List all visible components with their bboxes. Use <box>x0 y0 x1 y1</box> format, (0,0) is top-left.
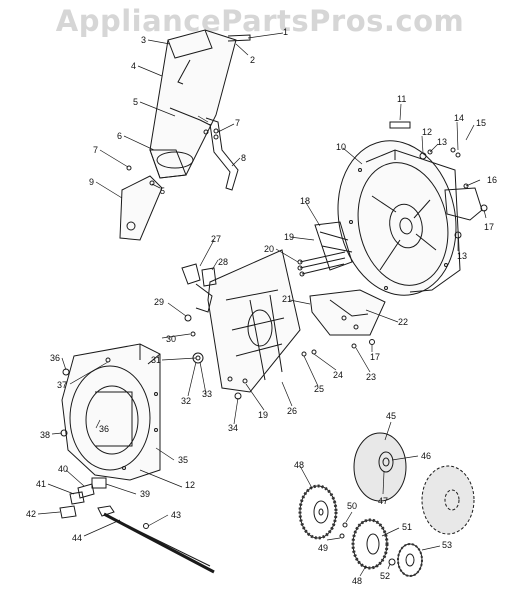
callout-9: 9 <box>89 177 95 187</box>
callout-7: 7 <box>235 118 241 128</box>
control-and-cable <box>59 477 215 574</box>
rear-housing <box>60 343 161 481</box>
callout-47: 47 <box>378 496 389 506</box>
callout-43: 43 <box>171 510 182 520</box>
callout-33: 33 <box>202 389 213 399</box>
callout-41: 41 <box>36 479 47 489</box>
callout-30: 30 <box>166 334 177 344</box>
callout-13: 13 <box>437 137 448 147</box>
callout-48: 48 <box>294 460 305 470</box>
callout-5: 5 <box>133 97 139 107</box>
callout-12-lower: 12 <box>185 480 196 490</box>
callout-42: 42 <box>26 509 37 519</box>
callout-45: 45 <box>386 411 397 421</box>
callout-21: 21 <box>282 294 293 304</box>
callout-37: 37 <box>57 380 68 390</box>
callout-23: 23 <box>366 372 377 382</box>
callout-25: 25 <box>314 384 325 394</box>
callout-1: 1 <box>283 27 289 37</box>
callout-40: 40 <box>58 464 69 474</box>
callout-7-left: 7 <box>93 145 99 155</box>
callout-48-lower: 48 <box>352 576 363 586</box>
discharge-chute <box>119 29 251 241</box>
callout-11: 11 <box>397 94 407 104</box>
callout-36: 36 <box>50 353 61 363</box>
bracket-and-rods <box>297 221 386 349</box>
leader-lines <box>37 32 487 577</box>
callout-14: 14 <box>454 113 465 123</box>
auger-housing <box>337 121 488 296</box>
callout-34: 34 <box>228 423 239 433</box>
callout-31: 31 <box>151 355 162 365</box>
impeller-assembly <box>181 249 317 400</box>
callout-4: 4 <box>131 61 137 71</box>
callout-19-lower: 19 <box>258 410 269 420</box>
callout-24: 24 <box>333 370 344 380</box>
callout-46: 46 <box>421 451 432 461</box>
callout-8: 8 <box>241 153 247 163</box>
callout-52: 52 <box>380 571 391 581</box>
callout-5-lower: 5 <box>160 186 166 196</box>
callout-26: 26 <box>287 406 298 416</box>
callout-15: 15 <box>476 118 487 128</box>
callout-13-lower: 13 <box>457 251 468 261</box>
callout-38: 38 <box>40 430 51 440</box>
callout-2: 2 <box>250 55 256 65</box>
callout-10: 10 <box>336 142 347 152</box>
callout-50: 50 <box>347 501 358 511</box>
callout-22: 22 <box>398 317 409 327</box>
callout-27: 27 <box>211 234 222 244</box>
callout-6: 6 <box>117 131 123 141</box>
callout-17-lower: 17 <box>370 352 381 362</box>
callout-49: 49 <box>318 543 329 553</box>
callout-16: 16 <box>487 175 498 185</box>
callout-51: 51 <box>402 522 413 532</box>
callout-36-inner: 36 <box>99 424 110 434</box>
callout-39: 39 <box>140 489 151 499</box>
callout-32: 32 <box>181 396 192 406</box>
callout-20: 20 <box>264 244 275 254</box>
wheels <box>298 432 475 577</box>
watermark: AppliancePartsPros.com <box>55 4 465 38</box>
callout-17: 17 <box>484 222 495 232</box>
callout-3: 3 <box>141 35 147 45</box>
callout-44: 44 <box>72 533 83 543</box>
callout-12: 12 <box>422 127 433 137</box>
callout-28: 28 <box>218 257 229 267</box>
callout-18: 18 <box>300 196 311 206</box>
callout-53: 53 <box>442 540 453 550</box>
callout-19: 19 <box>284 232 295 242</box>
callout-35: 35 <box>178 455 189 465</box>
callout-29: 29 <box>154 297 165 307</box>
